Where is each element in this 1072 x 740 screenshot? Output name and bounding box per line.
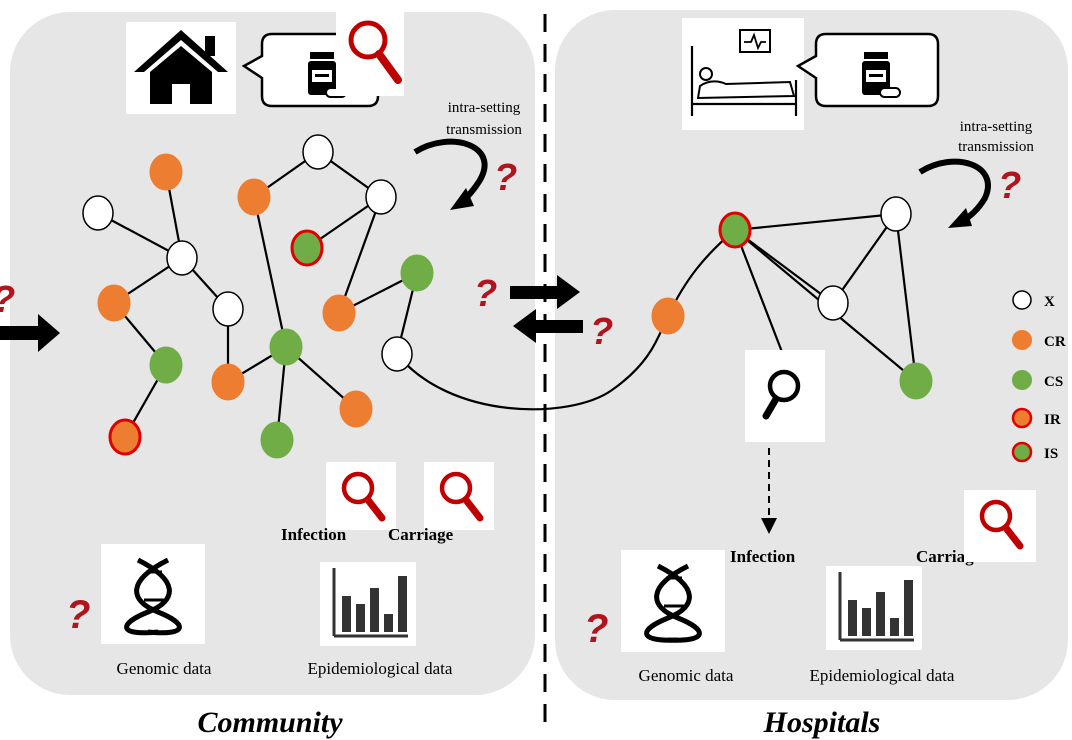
search-icon <box>424 462 494 530</box>
node-x <box>817 285 849 321</box>
legend-item-cr: CR <box>1012 330 1066 350</box>
genomic-data-label: Genomic data <box>639 666 734 685</box>
carriage-label: Carriage <box>388 525 454 544</box>
node-cr <box>149 153 183 191</box>
search-icon <box>336 4 404 96</box>
community-nodes <box>82 134 434 459</box>
arrow-icon <box>513 309 583 343</box>
legend-swatch <box>1011 441 1033 463</box>
curved-arrow-icon <box>918 158 991 225</box>
intra-setting-label: intra-setting <box>960 119 1033 135</box>
search-icon <box>745 350 825 442</box>
hospitals-title: Hospitals <box>763 706 881 739</box>
node-x <box>381 336 413 372</box>
node-cr <box>211 363 245 401</box>
legend-item-cs: CS <box>1012 370 1063 390</box>
house-icon <box>126 22 236 114</box>
node-cr <box>237 178 271 216</box>
question-mark: ? <box>474 273 497 315</box>
question-mark: ? <box>0 279 15 321</box>
node-x <box>212 291 244 327</box>
question-mark: ? <box>590 311 613 353</box>
medicine-bottle-icon <box>848 45 904 101</box>
infection-label: Infection <box>730 547 796 566</box>
question-mark: ? <box>66 593 90 637</box>
node-is <box>718 211 752 249</box>
node-x <box>880 196 912 232</box>
node-cr <box>322 294 356 332</box>
search-icon <box>326 462 396 530</box>
legend-label: CS <box>1044 374 1063 390</box>
hospital-bed-icon <box>682 18 804 130</box>
node-is <box>290 229 324 267</box>
node-cs <box>260 421 294 459</box>
question-mark: ? <box>998 165 1021 207</box>
legend-swatch <box>1012 370 1032 390</box>
legend-label: CR <box>1044 334 1066 350</box>
arrow-icon <box>510 275 580 309</box>
bar-chart-icon <box>320 562 416 646</box>
legend-swatch <box>1012 330 1032 350</box>
legend-item-x: X <box>1012 290 1055 310</box>
node-cs <box>149 346 183 384</box>
dna-icon <box>621 550 725 652</box>
question-mark: ? <box>494 157 517 199</box>
legend-item-ir: IR <box>1011 407 1061 429</box>
legend-label: X <box>1044 294 1055 310</box>
node-x <box>365 179 397 215</box>
question-mark: ? <box>584 607 608 651</box>
hospital-nodes <box>651 196 933 400</box>
node-cs <box>269 328 303 366</box>
node-ir <box>108 418 142 456</box>
node-cs <box>400 254 434 292</box>
intra-setting-label: intra-setting <box>448 100 521 116</box>
genomic-data-label: Genomic data <box>117 659 212 678</box>
node-cr <box>339 390 373 428</box>
bar-chart-icon <box>826 566 922 650</box>
epidemiological-data-label: Epidemiological data <box>810 666 955 685</box>
dna-icon <box>101 544 205 644</box>
legend: X CR CS IR IS <box>1011 290 1066 463</box>
epidemiological-data-label: Epidemiological data <box>308 659 453 678</box>
node-x <box>82 195 114 231</box>
legend-label: IR <box>1044 412 1061 428</box>
legend-item-is: IS <box>1011 441 1058 463</box>
arrow-icon <box>0 314 60 352</box>
legend-swatch <box>1011 407 1033 429</box>
community-title: Community <box>197 706 343 739</box>
node-x <box>166 240 198 276</box>
intra-setting-label: transmission <box>446 122 522 138</box>
intra-setting-label: transmission <box>958 139 1034 155</box>
node-cs <box>899 362 933 400</box>
legend-label: IS <box>1044 446 1058 462</box>
infection-label: Infection <box>281 525 347 544</box>
node-cr <box>651 297 685 335</box>
node-cr <box>97 284 131 322</box>
node-x <box>302 134 334 170</box>
legend-swatch <box>1012 290 1032 310</box>
search-icon <box>964 490 1036 562</box>
